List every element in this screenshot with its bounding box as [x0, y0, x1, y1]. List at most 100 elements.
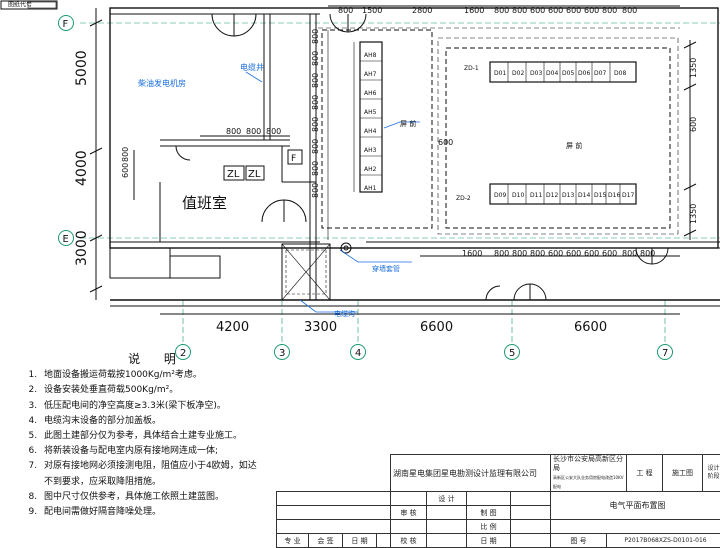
dim-bay-6600b: 6600: [574, 320, 607, 335]
dim-top: 1500: [362, 6, 382, 15]
cabinet-ah1: AH1: [364, 185, 377, 192]
dim-mid: 800: [311, 29, 320, 44]
notes-title: 说 明: [26, 352, 288, 367]
cabinet-d01: D01: [494, 70, 506, 77]
cabinet-d14: D14: [578, 192, 590, 199]
note-item: 配电间需做好隔音降噪处理。: [40, 505, 288, 520]
dim-bay-4200: 4200: [216, 320, 249, 335]
role-design: 设 计: [427, 492, 467, 506]
dim-right-1350b: 1350: [689, 204, 698, 224]
cabinet-d02: D02: [512, 70, 524, 77]
dim-mid: 800: [311, 139, 320, 154]
dim-top: 800: [338, 6, 353, 15]
cabinet-ah3: AH3: [364, 147, 377, 154]
role-review: 审 核: [391, 506, 427, 520]
cabinet-d04: D04: [546, 70, 558, 77]
project-label: 工 程: [627, 455, 663, 492]
axis-col-5: 5: [509, 348, 515, 359]
cabinet-d03: D03: [530, 70, 542, 77]
dim-top: 1600: [464, 6, 484, 15]
dim-top: 800: [512, 6, 527, 15]
cabinet-ah5: AH5: [364, 109, 377, 116]
dim-bottom: 800: [622, 249, 637, 258]
dim-right-1350a: 1350: [689, 58, 698, 78]
sign-col-countersign: 会 签: [309, 534, 343, 548]
dim-bottom: 600: [602, 249, 617, 258]
dim-top: 800: [602, 6, 617, 15]
cabinet-d08: D08: [614, 70, 626, 77]
cabinet-ah2: AH2: [364, 166, 377, 173]
dim-bottom: 1600: [462, 249, 482, 258]
drawing-number: P2017B068XZS-D0101-016: [607, 534, 720, 548]
design-label: 设计: [708, 465, 720, 472]
cabinet-ah7: AH7: [364, 71, 377, 78]
dim-mid: 800: [311, 51, 320, 66]
sign-col-date: 日 期: [343, 534, 377, 548]
dim-door-600: 600: [438, 138, 453, 147]
axis-label-f: F: [63, 19, 69, 30]
cabinet-d13: D13: [562, 192, 574, 199]
cabinet-ah4: AH4: [364, 128, 377, 135]
note-item: 此图土建部分仅为参考，具体结合土建专业施工。: [40, 429, 288, 444]
dim-mid: 800: [311, 161, 320, 176]
dim-left-4000: 4000: [74, 150, 90, 186]
dim-left-5000: 5000: [74, 50, 90, 86]
dim-room-left: 800: [121, 147, 130, 162]
note-item: 低压配电间的净空高度≥3.3米(梁下板净空)。: [40, 399, 288, 414]
stage-value: 施工图: [663, 455, 703, 492]
note-item: 地面设备搬运荷载按1000Kg/m²考虑。: [40, 368, 288, 383]
drawing-no-label: 图 号: [551, 534, 607, 548]
cabinet-d16: D16: [608, 192, 620, 199]
drawing-code-label: 图纸代号: [8, 1, 32, 9]
role-scale: 比 例: [467, 520, 511, 534]
cabinet-d10: D10: [512, 192, 524, 199]
dim-mid: 800: [311, 73, 320, 88]
axis-col-4: 4: [355, 348, 361, 359]
dim-mid: 800: [311, 95, 320, 110]
duty-room-label: 值班室: [182, 194, 227, 212]
stage-label: 阶段: [708, 473, 720, 480]
dim-bottom: 800: [512, 249, 527, 258]
dim-room: 800: [226, 127, 241, 136]
cabinet-ah6: AH6: [364, 90, 377, 97]
cabinet-d11: D11: [530, 192, 542, 199]
dim-mid: 800: [311, 183, 320, 198]
zd1-label: ZD-1: [464, 65, 479, 72]
dim-mid: 800: [311, 117, 320, 132]
dim-left-3000: 3000: [74, 230, 90, 266]
cabinet-d06: D06: [578, 70, 590, 77]
dim-bottom: 800: [640, 249, 655, 258]
dim-top: 600: [530, 6, 545, 15]
note-item: 将新装设备与配电室内原有接地网连成一体;: [40, 444, 288, 459]
cabinet-d15: D15: [594, 192, 606, 199]
note-item: 设备安装处垂直荷载500Kg/m²。: [40, 383, 288, 398]
note-item: 电缆沟末设备的部分加盖板。: [40, 414, 288, 429]
cabinet-d17: D17: [622, 192, 634, 199]
dim-top: 600: [584, 6, 599, 15]
dim-top: 2800: [412, 6, 432, 15]
dim-room: 800: [246, 127, 261, 136]
cable-trench-label: 电缆沟: [334, 309, 355, 318]
role-check: 校 核: [391, 534, 427, 548]
dim-bottom: 800: [530, 249, 545, 258]
title-block: 湖南星电集团星电勘测设计监理有限公司 长沙市公安局高新区分局 高新区公安大队业务…: [276, 454, 720, 534]
dim-bottom: 600: [584, 249, 599, 258]
role-date: 日 期: [467, 534, 511, 548]
dim-top: 600: [548, 6, 563, 15]
zl-box-1: ZL: [227, 169, 240, 180]
dim-room: 800: [266, 127, 281, 136]
company-name: 湖南星电集团星电勘测设计监理有限公司: [391, 455, 551, 492]
cabinet-d05: D05: [562, 70, 574, 77]
dim-bay-6600a: 6600: [420, 320, 453, 335]
zl-box-2: ZL: [248, 169, 261, 180]
panel-front-label-1: 屏 前: [400, 119, 416, 128]
generator-room-label: 柴油发电机房: [138, 78, 186, 88]
role-drafting: 制 图: [467, 506, 511, 520]
cabinet-d07: D07: [594, 70, 606, 77]
dim-bottom: 800: [494, 249, 509, 258]
cabinet-d09: D09: [494, 192, 506, 199]
dim-bottom: 600: [548, 249, 563, 258]
note-item: 图中尺寸仅供参考，具体施工依照土建蓝图。: [40, 490, 288, 505]
axis-label-e: E: [63, 234, 69, 245]
sign-col-discipline: 专 业: [277, 534, 309, 548]
